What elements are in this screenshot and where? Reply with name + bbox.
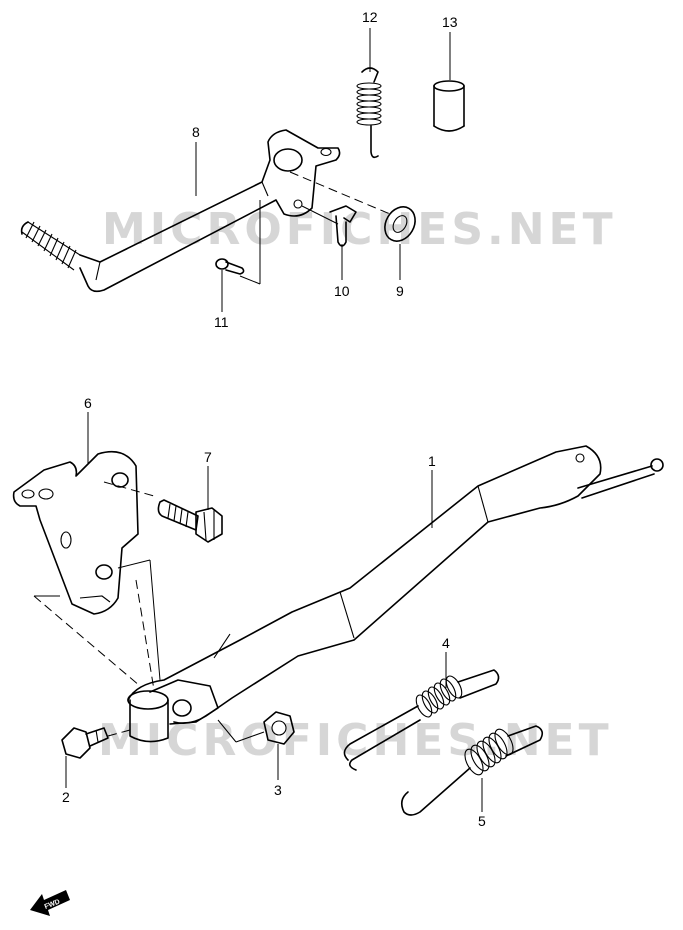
assembly-line-clip	[301, 205, 339, 225]
assembly-line-bolt-b	[239, 275, 261, 285]
part-9-washer[interactable]	[379, 201, 421, 246]
watermark-top: MICROFICHES.NET	[102, 204, 617, 255]
callout-13: 13	[442, 14, 458, 30]
callout-10: 10	[334, 283, 350, 299]
part-11-bolt[interactable]	[215, 258, 245, 275]
part-2-pivot-bolt[interactable]	[61, 727, 109, 759]
part-6-bracket[interactable]	[12, 450, 139, 615]
callout-4: 4	[442, 635, 450, 651]
callout-5: 5	[478, 813, 486, 829]
callout-11: 11	[214, 314, 229, 330]
part-4-spring[interactable]	[343, 669, 500, 771]
part-7-bolt[interactable]	[157, 499, 223, 543]
part-12-spring[interactable]	[356, 67, 382, 159]
callout-12: 12	[362, 9, 378, 25]
assembly-lines-lower	[33, 481, 265, 743]
callout-leaders	[65, 28, 483, 812]
callout-2: 2	[62, 789, 70, 805]
part-13-collar[interactable]	[433, 80, 465, 132]
callout-7: 7	[204, 449, 212, 465]
callout-3: 3	[274, 782, 282, 798]
part-1-side-stand[interactable]	[127, 445, 664, 743]
part-8-brake-pedal[interactable]	[20, 129, 341, 293]
part-5-spring[interactable]	[400, 725, 544, 816]
callout-6: 6	[84, 395, 92, 411]
callout-labels: 12 13 8 9 10 11 6 7 1 4 2 3 5	[62, 9, 486, 829]
fwd-arrow-icon: FWD	[30, 890, 70, 916]
callout-9: 9	[396, 283, 404, 299]
callout-8: 8	[192, 124, 200, 140]
assembly-line-pedal	[289, 171, 391, 215]
part-3-nut[interactable]	[263, 711, 295, 745]
callout-1: 1	[428, 453, 436, 469]
